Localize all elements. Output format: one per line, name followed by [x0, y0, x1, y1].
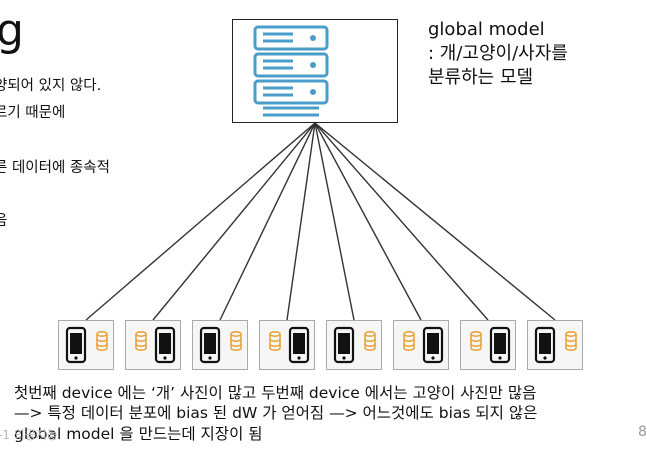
server-icon	[253, 25, 329, 117]
database-icon	[96, 331, 108, 351]
device-1	[58, 320, 114, 370]
device-3	[192, 320, 248, 370]
device-8	[527, 320, 583, 370]
link-line-8	[314, 122, 556, 321]
bullet-line-2: 르기 때문에	[0, 105, 66, 121]
database-icon	[470, 331, 482, 351]
global-model-line-2: : 개/고양이/사자를	[428, 43, 568, 64]
link-line-1	[85, 122, 316, 321]
database-icon	[135, 331, 147, 351]
slide-title: g	[0, 5, 24, 56]
global-model-label: global model : 개/고양이/사자를 분류하는 모델	[428, 18, 568, 90]
global-model-line-1: global model	[428, 19, 545, 40]
link-line-5	[314, 122, 355, 321]
device-2	[125, 320, 181, 370]
global-model-line-3: 분류하는 모델	[428, 67, 534, 88]
phone-icon	[422, 326, 444, 364]
bullet-line-3: 른 데이터에 종속적	[0, 160, 110, 176]
bullet-line-1: 양되어 있지 않다.	[0, 78, 102, 94]
device-6	[393, 320, 449, 370]
link-line-4	[286, 122, 316, 321]
slide-left-panel: g 양되어 있지 않다. 르기 때문에 른 데이터에 종속적 음	[0, 0, 160, 456]
database-icon	[364, 331, 376, 351]
device-7	[460, 320, 516, 370]
caption-line-3: global model 을 만드는데 지장이 됨	[14, 425, 263, 443]
link-line-3	[219, 122, 316, 321]
phone-icon	[534, 326, 556, 364]
link-line-6	[314, 122, 422, 321]
database-icon	[565, 331, 577, 351]
phone-icon	[333, 326, 355, 364]
database-icon	[230, 331, 242, 351]
phone-icon	[154, 326, 176, 364]
device-5	[326, 320, 382, 370]
global-model-server	[232, 19, 398, 123]
link-line-7	[314, 122, 489, 321]
bullet-line-4: 음	[0, 213, 8, 229]
caption-line-2: —> 특정 데이터 분포에 bias 된 dW 가 얻어짐 —> 어느것에도 b…	[14, 404, 538, 422]
phone-icon	[65, 326, 87, 364]
caption-line-1: 첫번째 device 에는 ‘개’ 사진이 많고 두번째 device 에서는 …	[14, 384, 537, 402]
page-number: 8	[638, 424, 647, 440]
phone-icon	[199, 326, 221, 364]
footer-text: -1 의공지능	[0, 428, 58, 442]
database-icon	[403, 331, 415, 351]
phone-icon	[288, 326, 310, 364]
phone-icon	[489, 326, 511, 364]
link-line-2	[152, 122, 316, 321]
device-4	[259, 320, 315, 370]
database-icon	[269, 331, 281, 351]
